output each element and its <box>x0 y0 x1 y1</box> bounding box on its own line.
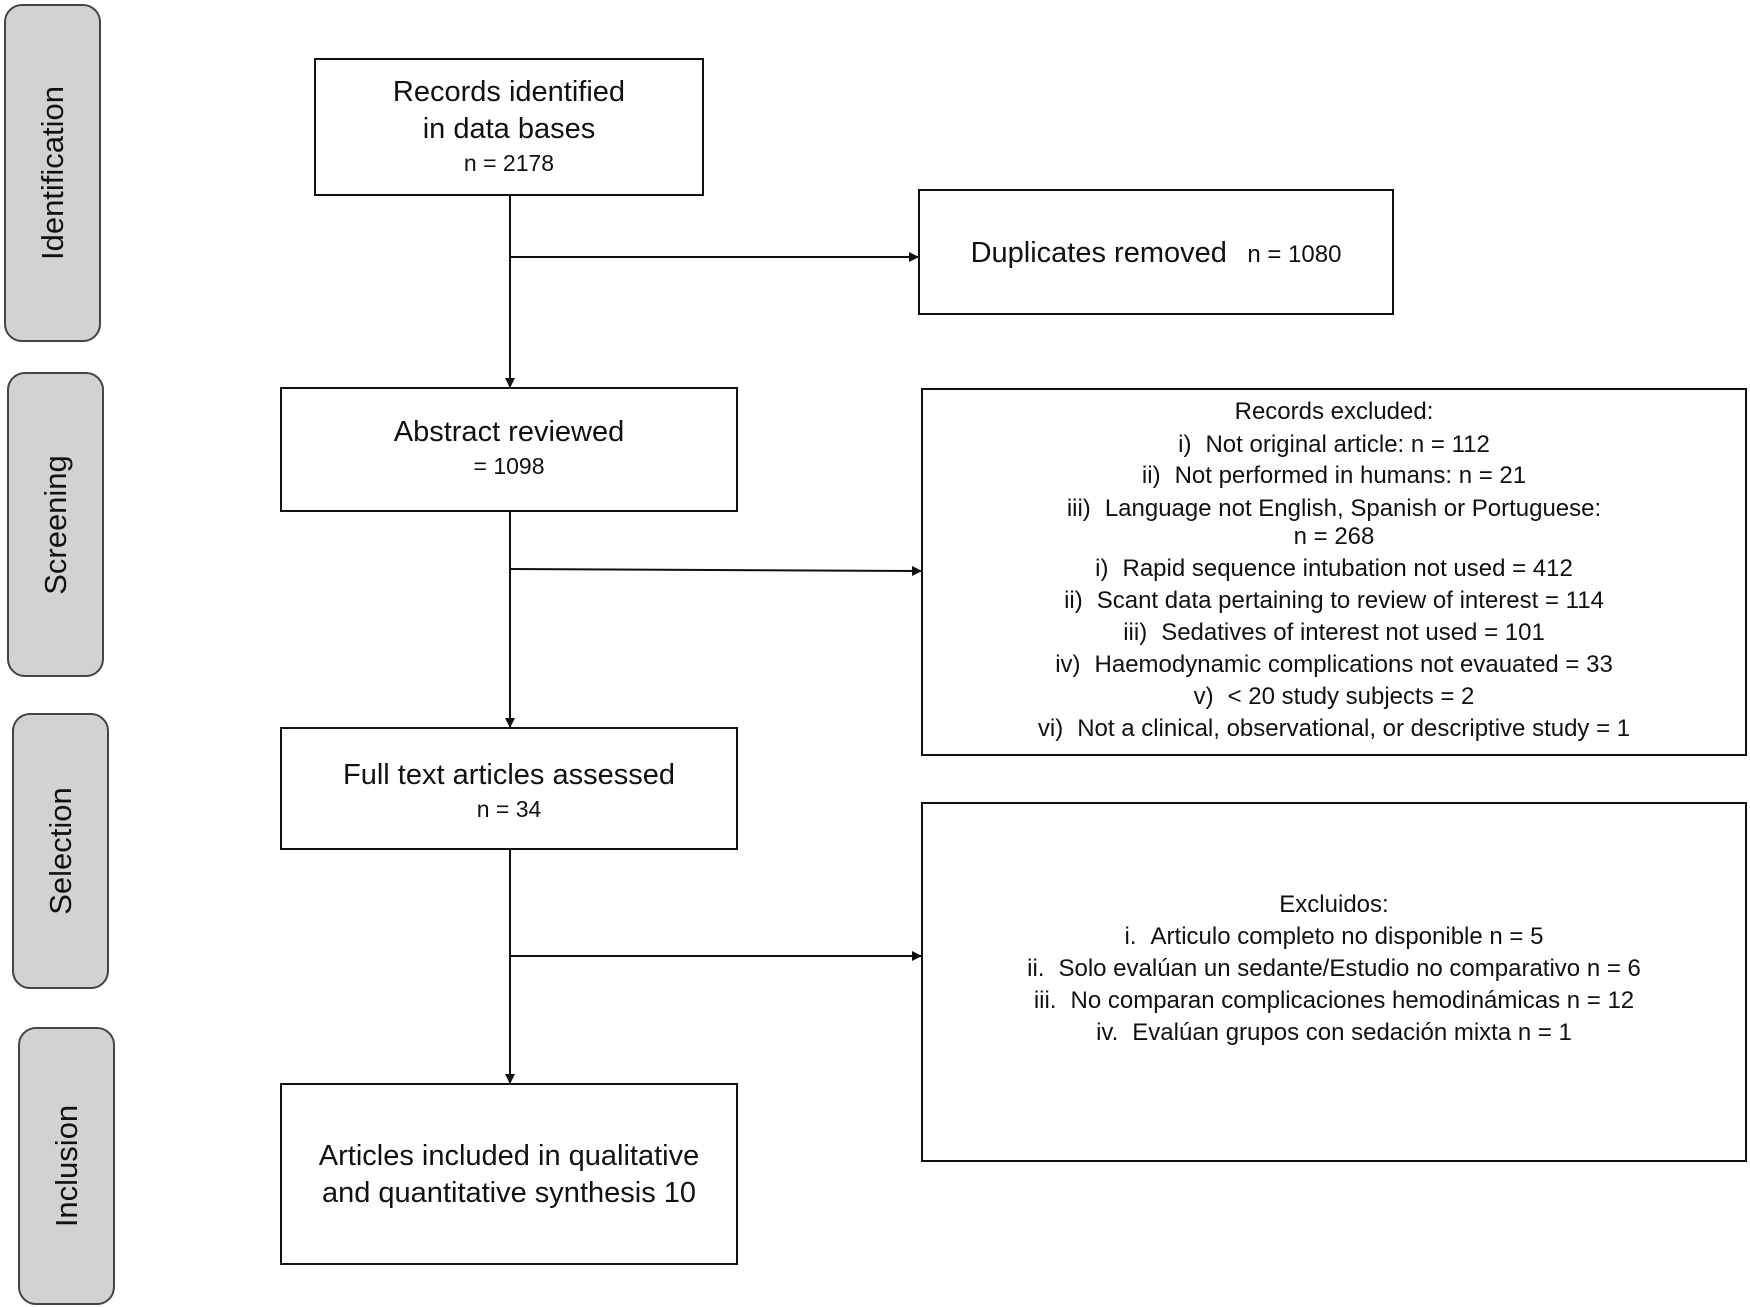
item-text: Not a clinical, observational, or descri… <box>1077 715 1631 742</box>
item-number: ii) <box>1064 587 1083 614</box>
item-number: i) <box>1095 555 1109 582</box>
abstract-reviewed-count: = 1098 <box>473 453 545 479</box>
full-text-assessed-box: Full text articles assessed n = 34 <box>280 727 738 850</box>
item-number: iii. <box>1033 987 1057 1014</box>
abstract-reviewed-box: Abstract reviewed = 1098 <box>280 387 738 512</box>
exclusion-reason-continued: n = 268 <box>923 522 1745 552</box>
exclusion-reason: vi) Not a clinical, observational, or des… <box>923 714 1745 744</box>
exclusion-reason: ii. Solo evalúan un sedante/Estudio no co… <box>923 954 1745 984</box>
item-text: Sedatives of interest not used = 101 <box>1161 619 1545 646</box>
records-excluded-box: Records excluded: i) Not original article… <box>921 388 1747 756</box>
item-number: iii) <box>1066 495 1091 522</box>
records-identified-count: n = 2178 <box>463 150 555 176</box>
item-number: i) <box>1178 431 1192 458</box>
phase-identification: Identification <box>4 4 101 342</box>
item-text: Not original article: n = 112 <box>1205 431 1490 458</box>
exclusion-reason: iii. No comparan complicaciones hemodinám… <box>923 986 1745 1016</box>
records-identified-box: Records identified in data bases n = 217… <box>314 58 704 196</box>
full-text-count: n = 34 <box>476 796 542 822</box>
item-number: i. <box>1124 923 1137 950</box>
item-text: Articulo completo no disponible n = 5 <box>1150 923 1544 950</box>
item-number: ii. <box>1027 955 1045 982</box>
item-number: v) <box>1193 683 1214 710</box>
phase-inclusion: Inclusion <box>18 1027 115 1305</box>
item-text: Scant data pertaining to review of inter… <box>1096 587 1604 614</box>
exclusion-reason: i. Articulo completo no disponible n = 5 <box>923 922 1745 952</box>
item-number: vi) <box>1037 715 1064 742</box>
exclusion-reason: i) Not original article: n = 112 <box>923 430 1745 460</box>
phase-selection: Selection <box>12 713 109 989</box>
exclusion-reason: iv) Haemodynamic complications not evauat… <box>923 650 1745 680</box>
exclusion-reason: v) < 20 study subjects = 2 <box>923 682 1745 712</box>
excluidos-heading: Excluidos: <box>1279 891 1389 918</box>
phase-screening: Screening <box>7 372 104 677</box>
articles-included-line-2: and quantitative synthesis 10 <box>321 1177 697 1209</box>
item-text: Rapid sequence intubation not used = 412 <box>1122 555 1573 582</box>
item-text: Haemodynamic complications not evauated … <box>1094 651 1613 678</box>
duplicates-label: Duplicates removed <box>970 237 1227 269</box>
records-identified-title: Records identified <box>392 76 626 108</box>
abstract-reviewed-title: Abstract reviewed <box>393 416 625 448</box>
item-text: Solo evalúan un sedante/Estudio no compa… <box>1058 955 1641 982</box>
full-text-title: Full text articles assessed <box>342 759 675 791</box>
item-number: ii) <box>1141 462 1161 489</box>
records-excluded-heading: Records excluded: <box>1234 398 1434 425</box>
articles-included-box: Articles included in qualitative and qua… <box>280 1083 738 1265</box>
exclusion-reason: ii) Scant data pertaining to review of in… <box>923 586 1745 616</box>
records-identified-title-2: in data bases <box>422 113 596 145</box>
item-number: iii) <box>1123 619 1148 646</box>
duplicates-count: n = 1080 <box>1247 241 1342 268</box>
excluidos-box: Excluidos: i. Articulo completo no dispon… <box>921 802 1747 1162</box>
duplicates-removed-box: Duplicates removed n = 1080 <box>918 189 1394 315</box>
item-number: iv) <box>1055 651 1081 678</box>
item-text: n = 268 <box>1293 523 1375 550</box>
item-text: Evalúan grupos con sedación mixta n = 1 <box>1132 1019 1572 1046</box>
item-text: Language not English, Spanish or Portugu… <box>1104 495 1602 522</box>
exclusion-reason: ii) Not performed in humans: n = 21 <box>923 461 1745 491</box>
exclusion-reason: iv. Evalúan grupos con sedación mixta n =… <box>923 1018 1745 1048</box>
exclusion-reason: iii) Language not English, Spanish or Por… <box>923 494 1745 524</box>
arrow-to-records-excluded <box>509 565 922 576</box>
exclusion-reason: iii) Sedatives of interest not used = 101 <box>923 618 1745 648</box>
item-number: iv. <box>1096 1019 1119 1046</box>
exclusion-reason: i) Rapid sequence intubation not used = 4… <box>923 554 1745 584</box>
item-text: Not performed in humans: n = 21 <box>1174 462 1527 489</box>
item-text: < 20 study subjects = 2 <box>1227 683 1475 710</box>
item-text: No comparan complicaciones hemodinámicas… <box>1070 987 1635 1014</box>
articles-included-line-1: Articles included in qualitative <box>318 1140 700 1172</box>
